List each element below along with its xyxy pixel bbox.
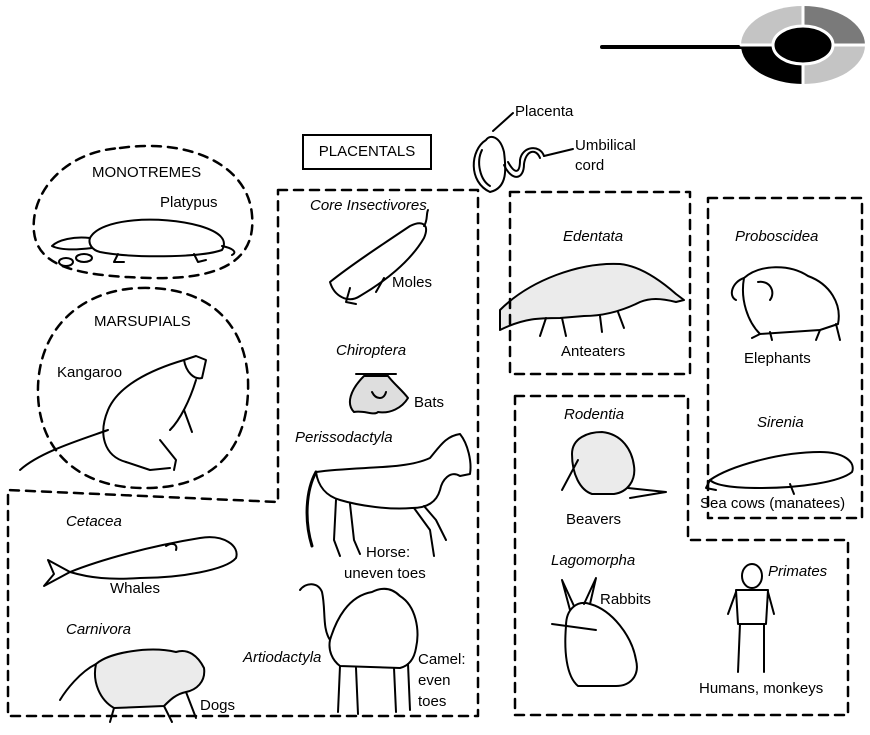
beaver-sketch: [561, 431, 667, 499]
platypus-label: Platypus: [160, 194, 218, 211]
human-sketch: [727, 563, 775, 673]
rabbit-sketch: [551, 577, 638, 687]
proboscidea-sirenia-outline: [706, 196, 864, 520]
humans-monkeys-label: Humans, monkeys: [699, 680, 824, 697]
cetacea-order: Cetacea: [66, 513, 122, 530]
manatee-sketch: [705, 451, 854, 495]
platypus-sketch: [51, 218, 236, 267]
rodentia-lagomorpha-primates-outline: [513, 394, 850, 717]
moles-label: Moles: [392, 274, 433, 291]
monotremes-title: MONOTREMES: [92, 164, 202, 181]
mole-sketch: [329, 209, 429, 305]
kangaroo-label: Kangaroo: [57, 364, 123, 381]
edentata-outline: [508, 190, 692, 376]
dogs-label: Dogs: [200, 697, 236, 714]
horse-label-line2: uneven toes: [344, 565, 426, 582]
proboscidea-order: Proboscidea: [735, 228, 819, 245]
camel-label-line2: even: [418, 672, 451, 689]
lagomorpha-order: Lagomorpha: [551, 552, 636, 569]
placenta-label: Placenta: [515, 103, 574, 120]
placentals-box: PLACENTALS: [302, 134, 432, 170]
umbilical-label-line2: cord: [575, 157, 605, 174]
kangaroo-sketch: [19, 355, 207, 471]
elephants-label: Elephants: [744, 350, 811, 367]
marker-center: [771, 24, 835, 66]
placenta-sketch: [472, 112, 574, 193]
edentata-order: Edentata: [563, 228, 624, 245]
umbilical-label-line1: Umbilical: [575, 137, 636, 154]
camel-sketch: [299, 583, 419, 715]
whales-label: Whales: [110, 580, 161, 597]
primates-order: Primates: [768, 563, 828, 580]
monotremes-outline: [32, 144, 254, 280]
anteater-sketch: [499, 262, 685, 337]
horse-label-line1: Horse:: [366, 544, 411, 561]
anteaters-label: Anteaters: [561, 343, 626, 360]
bats-label: Bats: [414, 394, 445, 411]
camel-label-line3: toes: [418, 693, 447, 710]
camel-label-line1: Camel:: [418, 651, 466, 668]
manatees-label: Sea cows (manatees): [700, 495, 846, 512]
marsupials-title: MARSUPIALS: [94, 313, 191, 330]
chiroptera-order: Chiroptera: [336, 342, 407, 359]
artiodactyla-order: Artiodactyla: [243, 649, 322, 666]
carnivora-order: Carnivora: [66, 621, 132, 638]
placentals-title: PLACENTALS: [318, 143, 416, 160]
rabbits-label: Rabbits: [600, 591, 651, 608]
whale-sketch: [43, 536, 238, 587]
rodentia-order: Rodentia: [564, 406, 625, 423]
elephant-sketch: [730, 266, 841, 341]
legend-marker: [600, 4, 867, 86]
marsupials-outline: [36, 286, 250, 490]
perissodactyla-order: Perissodactyla: [295, 429, 393, 446]
sirenia-order: Sirenia: [757, 414, 804, 431]
group-outlines: [6, 144, 864, 718]
horse-sketch: [305, 433, 472, 557]
dog-sketch: [59, 648, 206, 723]
core-insectivores-order: Core Insectivores: [310, 197, 427, 214]
bat-sketch: [348, 373, 409, 415]
beavers-label: Beavers: [566, 511, 622, 528]
placental-left-outline: [6, 188, 480, 718]
